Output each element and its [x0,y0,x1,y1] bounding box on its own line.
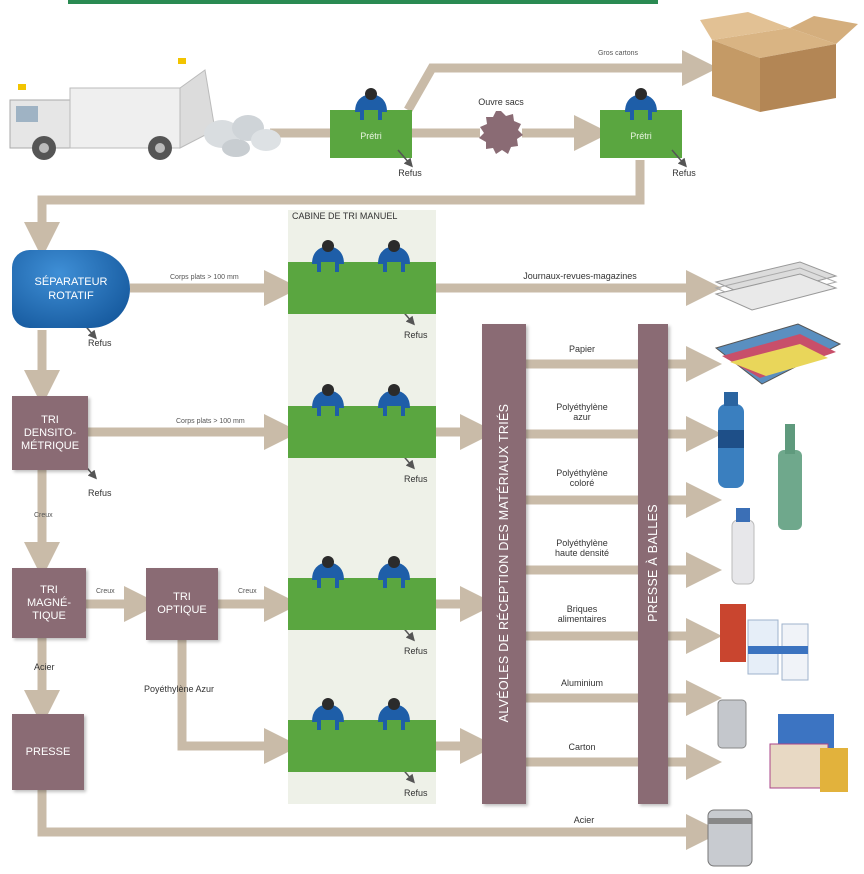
refus-label-top-2: Refus [672,168,696,178]
presse-balles-label: PRESSE À BALLES [646,504,660,622]
acier-label-down: Acier [34,662,55,672]
arrow-gros-cartons [404,50,718,113]
pretri-label-1: Prétri [360,131,382,141]
header-bar [68,0,658,4]
white-bottle-icon [731,508,755,585]
ouvre-sacs-label: Ouvre sacs [478,97,524,107]
gear-icon [479,111,523,154]
acier-label-out: Acier [573,815,595,825]
sorting-table-3 [288,556,436,630]
steel-bale-icon [707,809,753,867]
material-label-pe-azur: Polyéthylène azur [556,402,608,422]
water-bottle-icon [718,392,744,488]
refus-arrow-top-2 [671,149,687,168]
tri-magnetique-box: TRI MAGNÉ- TIQUE [12,568,86,638]
magazines-icon [714,323,842,385]
material-label-pe-hd: Polyéthylène haute densité [554,538,610,558]
pretri-label-2: Prétri [630,131,652,141]
polyethylene-azur-label: Poyéthylène Azur [144,684,215,694]
worker-icon [355,88,387,120]
refus-label-top-1: Refus [398,168,422,178]
alveoles-label: ALVÉOLES DE RÉCEPTION DES MATÉRIAUX TRIÉ… [497,403,511,723]
gros-cartons-label: Gros cartons [597,50,639,57]
material-label-briques: Briques alimentaires [557,604,607,624]
refus-label-separateur: Refus [88,338,112,348]
cardboard-box-icon [700,12,858,112]
corps-plats-label-2: Corps plats > 100 mm [176,418,245,425]
sorting-table-4 [288,698,436,772]
arrow-return [24,160,645,258]
refus-arrow-top-1 [397,149,413,168]
cabin-refus-label-1: Refus [404,330,428,340]
pretri-box-2 [600,110,682,158]
presse-balles-bar [638,324,668,804]
sorting-table-1 [288,240,436,314]
cabin-title: CABINE DE TRI MANUEL [292,211,398,221]
worker-icon [625,88,657,120]
separateur-rotatif: SÉPARATEUR ROTATIF [12,250,130,328]
cabin-refus-label-4: Refus [404,788,428,798]
material-label-papier: Papier [568,344,596,354]
green-bottle-icon [778,424,802,530]
cabin-refus-label-3: Refus [404,646,428,656]
arrow-azur [177,640,300,764]
milk-cartons-icon [720,604,809,681]
presse-box: PRESSE [12,714,84,790]
creux-label-1: Creux [34,512,53,519]
refus-label-densito: Refus [88,488,112,498]
material-label-carton: Carton [568,742,596,752]
garbage-truck-icon [9,58,281,160]
newspapers-icon [714,261,838,311]
material-label-pe-colore: Polyéthylène coloré [556,468,608,488]
sorting-table-2 [288,384,436,458]
alveoles-bar [482,324,526,804]
creux-label-3: Creux [238,588,257,595]
material-label-aluminium: Aluminium [560,678,604,688]
tri-optique-box: TRI OPTIQUE [146,568,218,640]
tri-densitometrique-box: TRI DENSITO- MÉTRIQUE [12,396,88,470]
corps-plats-label-1: Corps plats > 100 mm [170,274,239,281]
journaux-label: Journaux-revues-magazines [523,271,637,281]
cardboard-packaging-icon [769,714,848,792]
aluminium-can-icon [717,699,747,749]
arrow-presse-to-acier [37,790,722,850]
cabin-refus-label-2: Refus [404,474,428,484]
creux-label-2: Creux [96,588,115,595]
